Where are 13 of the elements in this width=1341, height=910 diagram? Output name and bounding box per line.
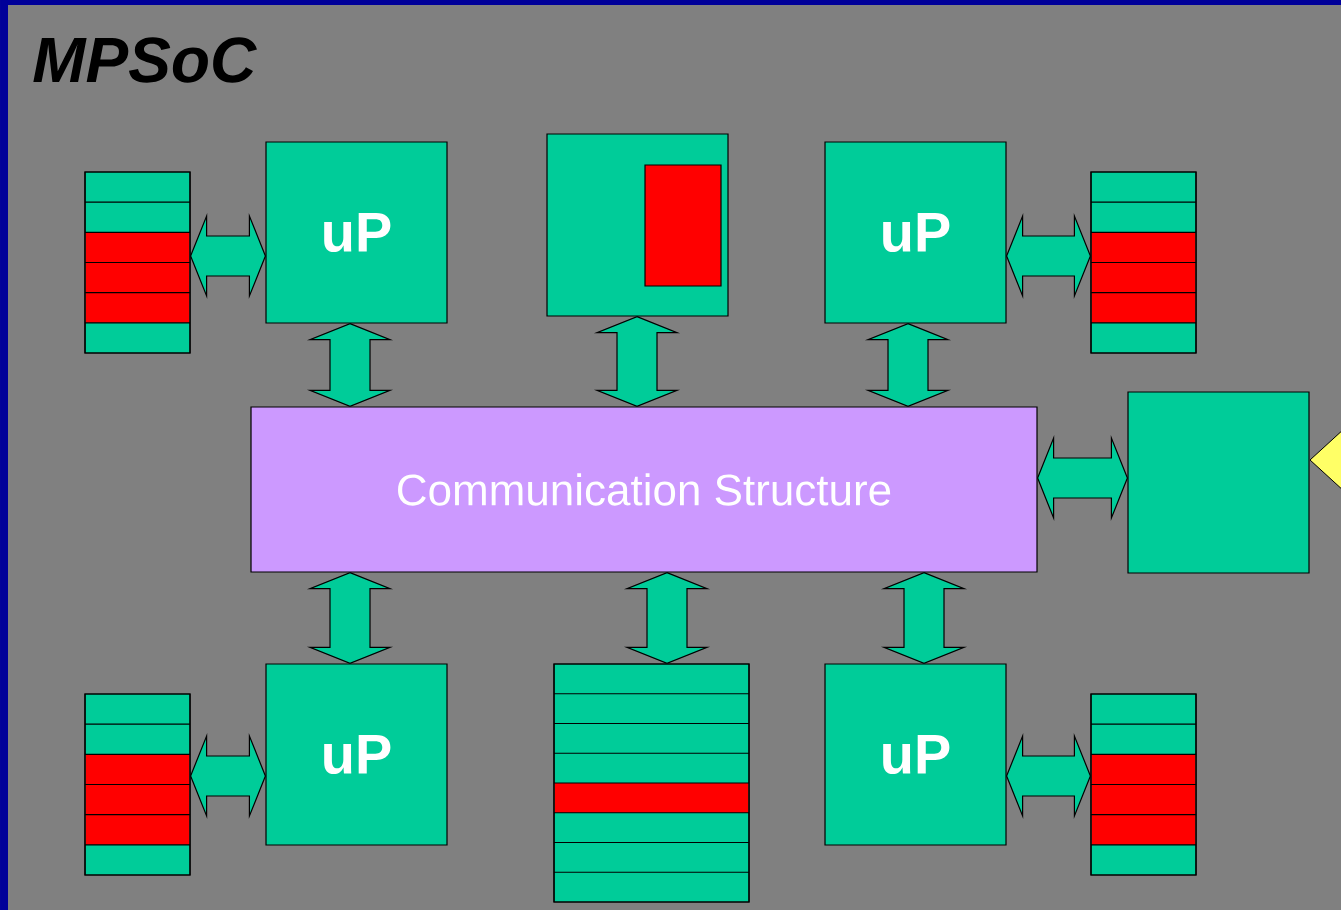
memory-stack [1090,171,1197,354]
memory-stack [553,663,750,903]
memory-stack [1090,693,1197,876]
bus-box: Communication Structure [250,406,1038,573]
processor-box: uP [265,141,448,324]
memory-stack [84,171,191,354]
processor-box: uP [824,141,1007,324]
title: MPSoC [33,37,257,83]
processor-box: uP [824,663,1007,846]
hardware-block [546,133,729,317]
memory-stack [84,693,191,876]
processor-box: uP [265,663,448,846]
io-block [1127,391,1310,574]
